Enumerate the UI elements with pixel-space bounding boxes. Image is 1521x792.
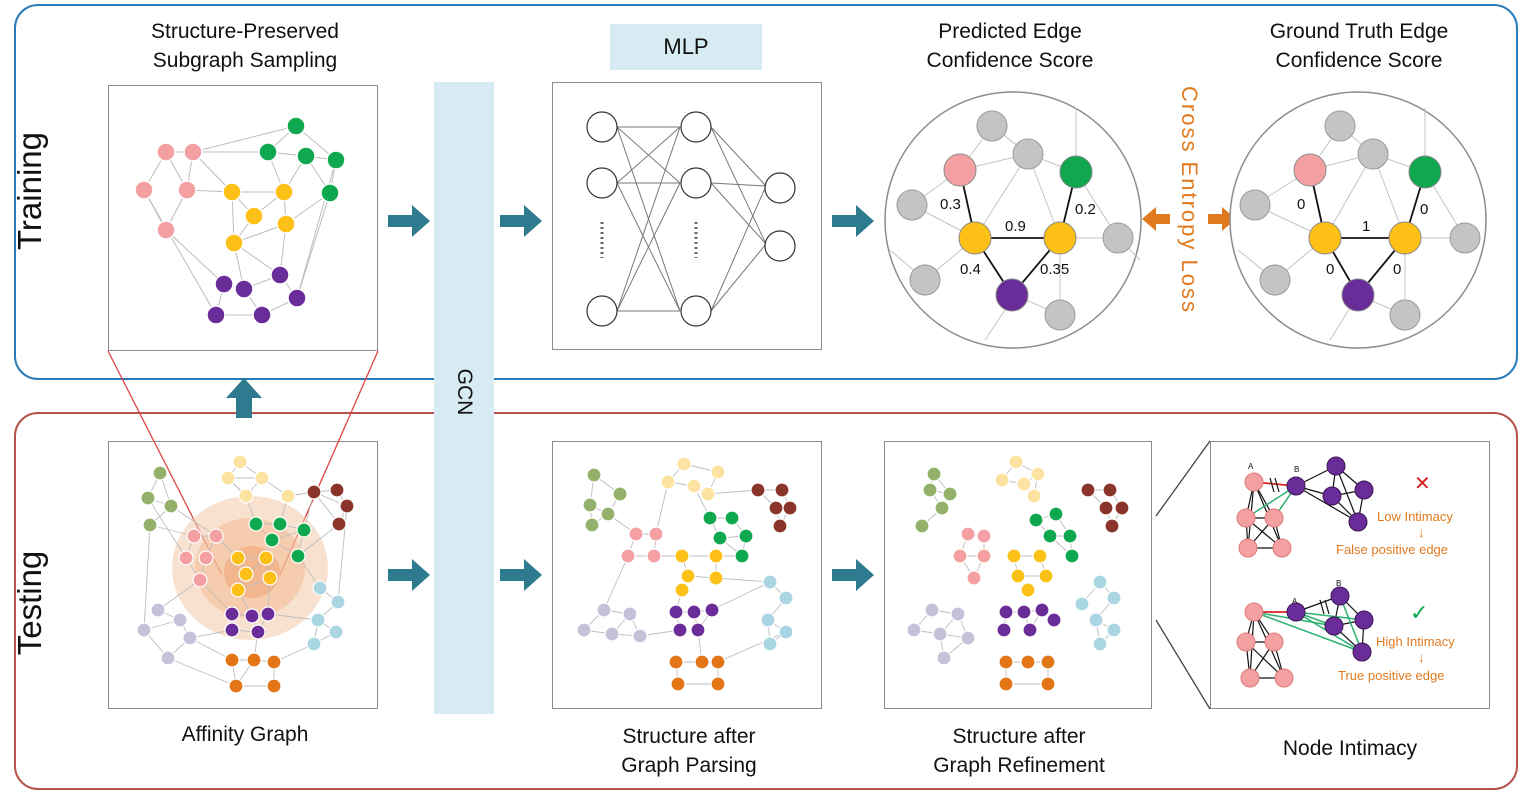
low-down-arrow-icon: ↓ [1418,525,1425,540]
gt-score-yellow-purple-left: 0 [1326,261,1334,278]
node-a-label-high: A [1292,597,1298,606]
high-intimacy-label: High Intimacy [1376,634,1455,649]
arrow-gcn-to-parsing [500,559,542,591]
cross-entropy-arrows [1142,207,1236,231]
mlp-label: MLP [610,24,762,70]
sampling-graph [134,116,346,325]
training-panel [14,4,1518,380]
false-positive-label: False positive edge [1336,542,1448,557]
affinity-graph [136,454,355,694]
arrow-to-predicted [1142,207,1170,231]
refinement-caption: Structure after Graph Refinement [933,725,1105,777]
intimacy-high-example: A B ✓ High Intimacy ↓ True positive edge [1236,579,1455,688]
refinement-graph [906,454,1130,692]
sampling-box [108,85,378,351]
parsing-caption: Structure after Graph Parsing [621,725,757,777]
cross-icon: ✕ [1414,473,1431,495]
intimacy-zoom-line-bottom [1155,619,1211,710]
pred-score-yellow-purple-left: 0.4 [960,261,981,278]
pred-score-pink-yellow: 0.3 [940,196,961,213]
arrow-sampling-to-gcn [388,205,430,237]
cross-entropy-label: Cross Entropy Loss [1177,86,1202,314]
arrow-parsing-to-refinement [832,559,874,591]
pred-score-green-yellow: 0.2 [1075,201,1096,218]
node-a-label-low: A [1248,462,1254,471]
intimacy-caption: Node Intimacy [1282,737,1418,760]
sampling-caption: Structure-Preserved Subgraph Sampling [151,20,339,72]
testing-panel [14,412,1518,790]
arrow-to-ground-truth [1208,207,1236,231]
gt-score-yellow-yellow: 1 [1362,218,1370,235]
pred-score-yellow-purple-right: 0.35 [1040,261,1069,278]
true-positive-label: True positive edge [1338,668,1444,683]
arrow-affinity-to-gcn [388,559,430,591]
gt-score-pink-yellow: 0 [1297,196,1305,213]
high-down-arrow-icon: ↓ [1418,650,1425,665]
node-b-label-high: B [1336,579,1341,588]
parsing-graph [576,456,798,692]
predicted-caption: Predicted Edge Confidence Score [926,20,1094,72]
check-icon: ✓ [1410,600,1428,625]
node-b-label-low: B [1294,465,1299,474]
predicted-circle: 0.3 0.9 0.2 0.4 0.35 [884,91,1142,349]
intimacy-zoom-line-top [1155,440,1211,517]
gt-score-green-yellow: 0 [1420,201,1428,218]
ground-truth-circle: 0 1 0 0 0 [1229,91,1487,349]
gcn-bar [434,82,494,714]
low-intimacy-label: Low Intimacy [1377,509,1453,524]
flow-arrows [226,205,874,591]
mlp-network [586,111,796,327]
ground-truth-caption: Ground Truth Edge Confidence Score [1269,20,1449,72]
gt-score-yellow-purple-right: 0 [1393,261,1401,278]
arrow-gcn-to-mlp [500,205,542,237]
arrow-up-to-sampling [226,378,262,418]
affinity-caption: Affinity Graph [181,723,309,746]
arrow-mlp-to-predicted [832,205,874,237]
intimacy-low-example: A B ✕ Low Intimacy ↓ False positive edge [1236,456,1453,558]
pred-score-yellow-yellow: 0.9 [1005,218,1026,235]
